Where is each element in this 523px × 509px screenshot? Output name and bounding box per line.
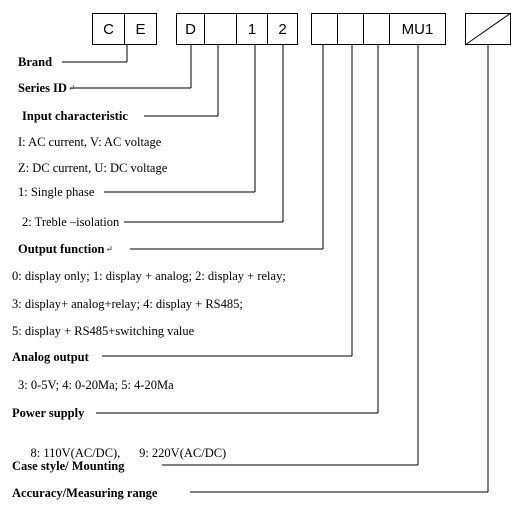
code-box-e: E [124, 13, 157, 45]
code-box-c: C [92, 13, 125, 45]
accuracy-box-diagonal [464, 12, 512, 46]
label-brand: Brand [18, 55, 53, 69]
code-box-accuracy [465, 13, 511, 45]
label-output-options-3: 5: display + RS485+switching value [12, 324, 195, 338]
label-input-ac: I: AC current, V: AC voltage [18, 135, 162, 149]
code-box-d-text: D [185, 20, 196, 38]
label-analog-options: 3: 0-5V; 4: 0-20Ma; 5: 4-20Ma [18, 378, 174, 392]
code-box-d: D [176, 13, 205, 45]
label-power-options: 8: 110V(AC/DC), 9: 220V(AC/DC) [30, 446, 227, 460]
label-output-options-2: 3: display+ analog+relay; 4: display + R… [12, 297, 243, 311]
label-single-phase: 1: Single phase [18, 185, 95, 199]
code-box-c-text: C [103, 20, 114, 38]
label-series-id: Series ID↵ [18, 81, 76, 95]
label-input-characteristic: Input characteristic [22, 109, 128, 123]
code-box-2: 2 [267, 13, 298, 45]
code-box-1: 1 [236, 13, 268, 45]
code-box-mu: MU1 [389, 13, 446, 45]
label-case-style: Case style/ Mounting [12, 459, 125, 473]
label-output-function: Output function↵ [18, 242, 114, 256]
label-power-supply: Power supply [12, 406, 85, 420]
return-mark-icon: ↵ [67, 83, 76, 93]
label-input-dc: Z: DC current, U: DC voltage [18, 161, 168, 175]
label-output-options-1: 0: display only; 1: display + analog; 2:… [12, 269, 286, 283]
code-box-e-text: E [135, 20, 146, 38]
label-treble: 2: Treble –isolation [22, 215, 120, 229]
code-box-analog [337, 13, 364, 45]
return-mark-icon: ↵ [105, 244, 114, 254]
label-analog-output: Analog output [12, 350, 89, 364]
code-box-2-text: 2 [278, 20, 287, 38]
code-box-input [204, 13, 237, 45]
code-box-output [311, 13, 338, 45]
code-box-mu-text: MU1 [401, 20, 434, 38]
label-accuracy: Accuracy/Measuring range [12, 486, 158, 500]
code-box-power [363, 13, 390, 45]
code-box-1-text: 1 [247, 20, 257, 38]
